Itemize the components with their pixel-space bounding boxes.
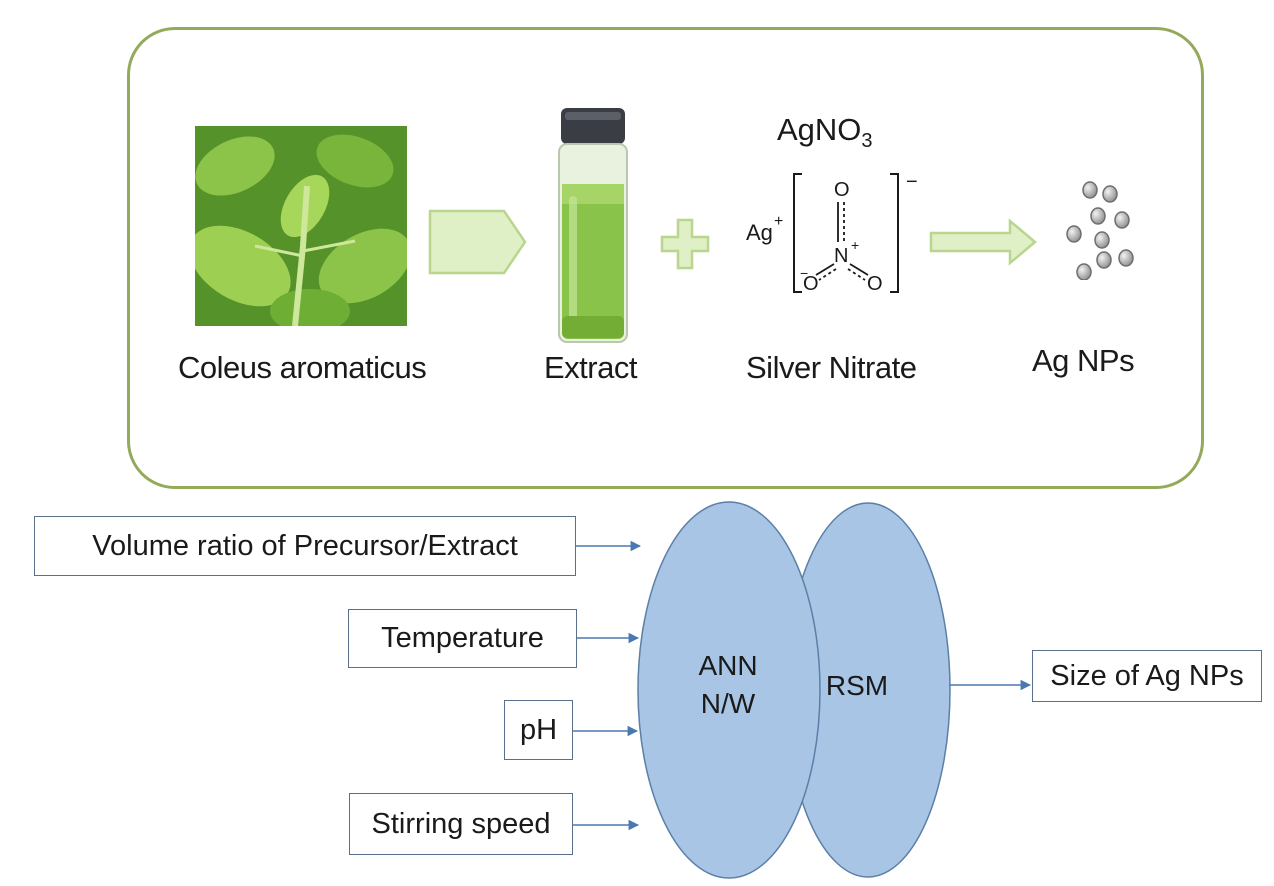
output-size-of-ag-nps: Size of Ag NPs (1032, 650, 1262, 702)
ann-label: ANN (698, 650, 758, 681)
coleus-plant-image (195, 126, 407, 326)
formula-subscript: 3 (861, 130, 873, 152)
agno3-formula: AgNO3 (777, 112, 873, 153)
formula-main: AgNO (777, 112, 862, 147)
extract-caption: Extract (544, 350, 637, 385)
silver-nitrate-structure: Ag + O N + O − O − (746, 171, 918, 295)
rsm-label: RSM (825, 670, 889, 701)
plant-caption: Coleus aromaticus (178, 350, 427, 385)
nanoparticles-icon (1066, 181, 1134, 280)
plus-icon (660, 218, 710, 270)
n-charge: + (851, 237, 859, 253)
input-volume-ratio: Volume ratio of Precursor/Extract (34, 516, 576, 576)
nw-label: N/W (700, 688, 756, 719)
input-temperature: Temperature (348, 609, 577, 668)
input-ph: pH (504, 700, 573, 760)
silver-nitrate-caption: Silver Nitrate (746, 350, 917, 385)
reaction-arrow-icon (929, 218, 1037, 266)
ag-nps-caption: Ag NPs (1032, 343, 1135, 378)
input-stirring-speed: Stirring speed (349, 793, 573, 855)
atom-n: N (834, 245, 848, 267)
o-left-charge: − (800, 265, 808, 281)
atom-o-right: O (867, 273, 883, 295)
block-arrow-icon (428, 209, 527, 275)
extract-vial-image (558, 108, 628, 343)
ag-charge: + (774, 213, 783, 230)
atom-ag: Ag (746, 220, 773, 245)
anion-charge: − (906, 171, 918, 193)
atom-o-top: O (834, 179, 850, 201)
atom-o-left: O (803, 273, 819, 295)
